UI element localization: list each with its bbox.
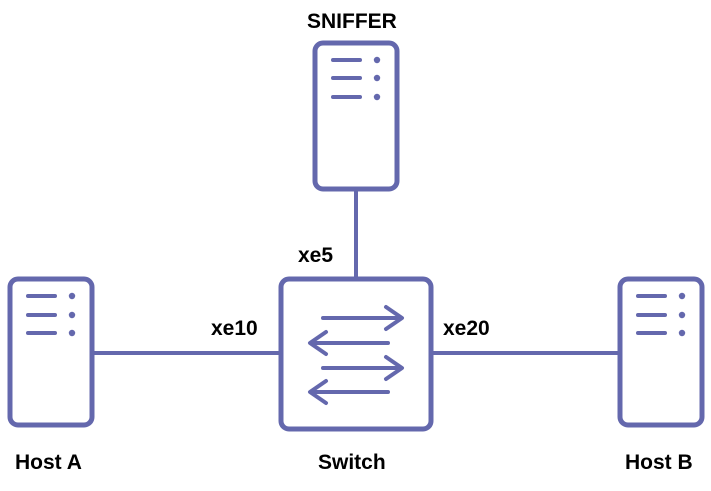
port-xe10-label: xe10 — [211, 317, 258, 340]
host-a-server-icon — [7, 276, 95, 428]
sniffer-label: SNIFFER — [307, 10, 397, 33]
host-b-label: Host B — [625, 451, 693, 474]
host-a-label: Host A — [15, 451, 82, 474]
switch-icon — [278, 276, 434, 432]
port-xe20-label: xe20 — [443, 317, 490, 340]
sniffer-server-icon — [312, 40, 400, 192]
host-b-server-icon — [617, 276, 705, 428]
port-xe5-label: xe5 — [298, 244, 334, 267]
switch-label: Switch — [318, 451, 386, 474]
